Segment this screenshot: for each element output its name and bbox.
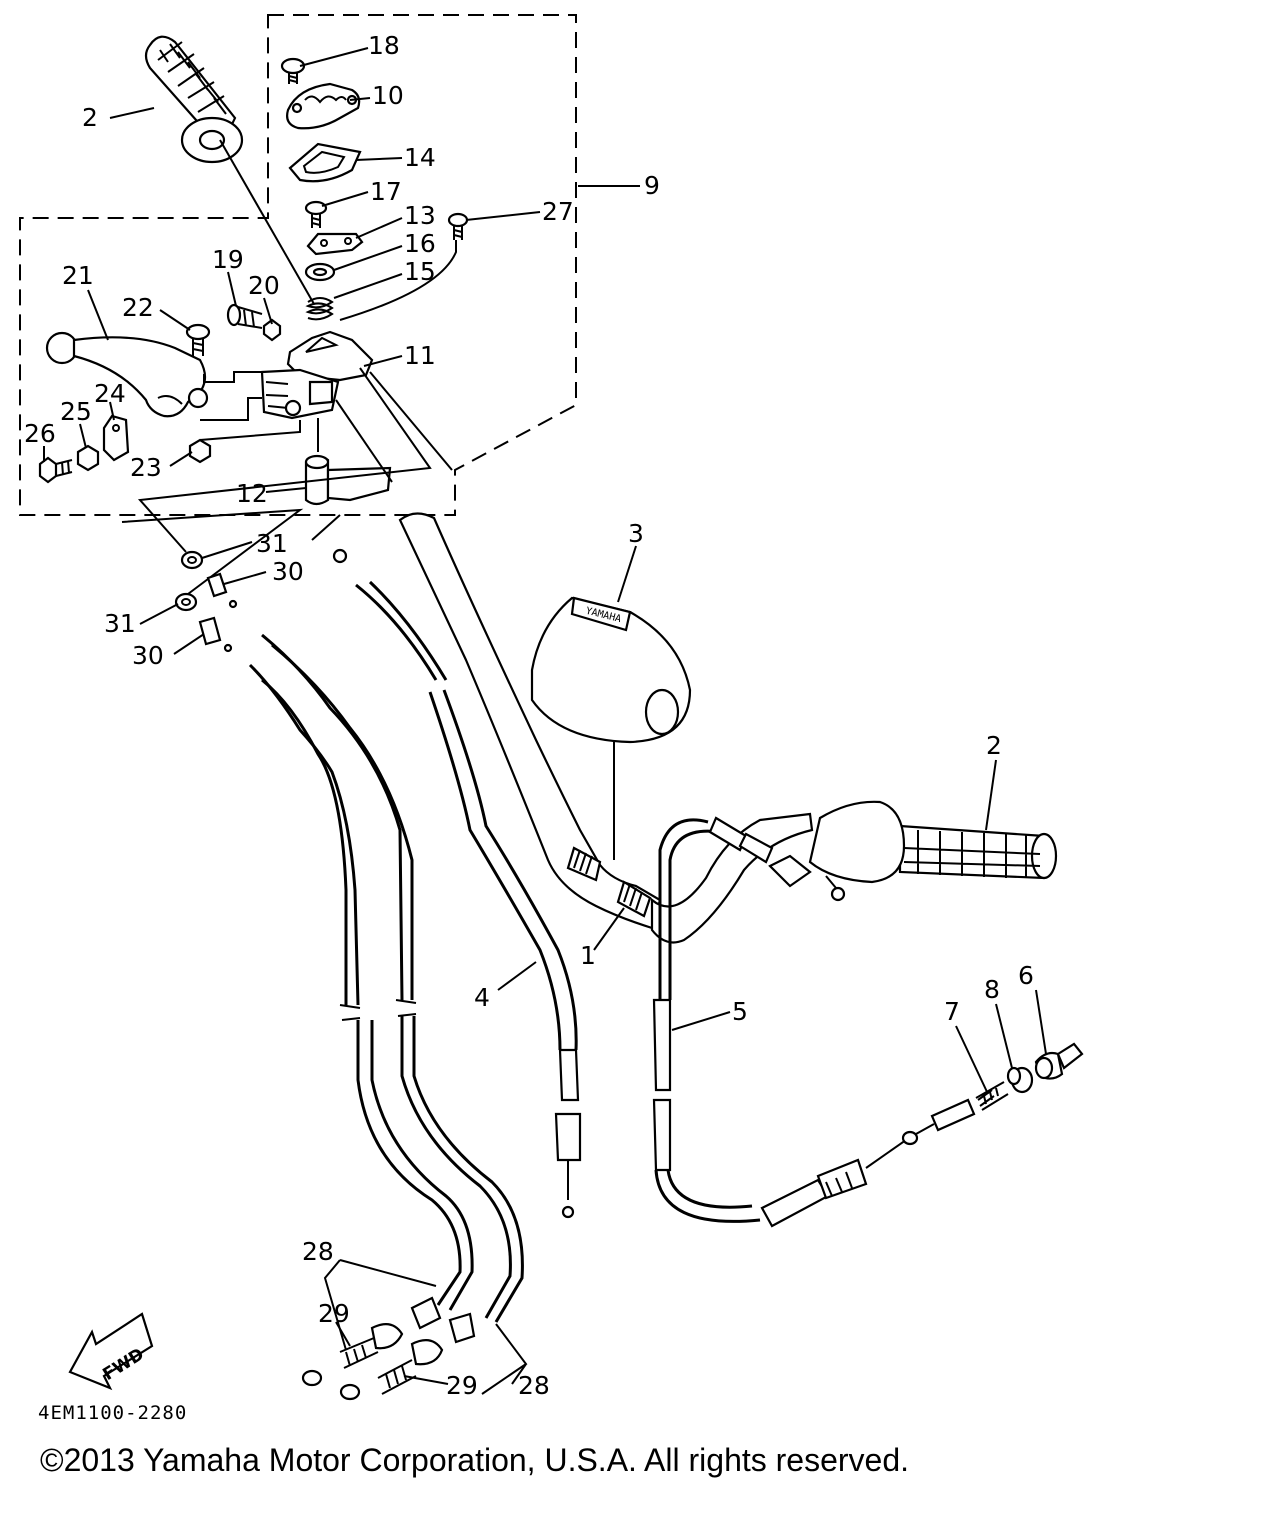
callout-29-bottom: 29 [446,1371,478,1400]
callout-25: 25 [60,397,92,426]
brake-lever-21 [45,331,209,418]
assembly-guide-lines [121,139,457,601]
bolt-26 [38,456,73,484]
callout-10: 10 [372,81,404,110]
forward-arrow: FWD [68,1312,154,1391]
handlebar-1 [398,512,814,944]
callout-19: 19 [212,245,244,274]
callout-31-bottom: 31 [104,609,136,638]
callout-24: 24 [94,379,126,408]
callouts: 18 10 14 9 17 13 16 15 27 2 21 19 20 22 … [24,31,1034,1400]
callout-28-top: 28 [302,1237,334,1266]
spring-7 [975,1081,1009,1111]
callout-21: 21 [62,261,94,290]
screw-22 [185,323,211,356]
throttle-housing-11 [260,330,374,420]
plunger-8 [1006,1066,1034,1094]
nut-20 [262,318,282,342]
callout-11: 11 [404,341,436,370]
bracket-24 [102,414,130,462]
brake-cable-28 [248,633,524,1323]
choke-cable-5 [652,816,976,1228]
callout-29-top: 29 [318,1299,350,1328]
callout-27: 27 [542,197,574,226]
callout-28-bottom: 28 [518,1371,550,1400]
throttle-cable-4 [332,548,582,1219]
callout-1: 1 [580,941,596,970]
callout-7: 7 [944,997,960,1026]
gasket-14 [288,142,362,183]
callout-16: 16 [404,229,436,258]
diagram-part-number: 4EM1100-2280 [38,1402,188,1424]
callout-18: 18 [368,31,400,60]
spring-15 [305,297,334,321]
callout-13: 13 [404,201,436,230]
cable-fittings [174,550,238,653]
screw-18 [280,57,306,84]
callout-20: 20 [248,271,280,300]
right-grip [768,800,1058,902]
collar-25 [76,444,100,472]
callout-14: 14 [404,143,436,172]
callout-8: 8 [984,975,1000,1004]
callout-30-bottom: 30 [132,641,164,670]
bolt-19 [226,303,263,329]
callout-22: 22 [122,293,154,322]
callout-17: 17 [370,177,402,206]
callout-15: 15 [404,257,436,286]
washer-16 [304,262,336,282]
leader-lines [43,47,1047,1395]
left-grip [144,35,244,164]
adjuster-23 [188,438,212,464]
callout-23: 23 [130,453,162,482]
callout-26: 26 [24,419,56,448]
callout-6: 6 [1018,961,1034,990]
cable-adjusters-29 [301,1296,476,1401]
callout-2-left: 2 [82,103,98,132]
callout-31-top: 31 [256,529,288,558]
screw-27 [447,212,469,240]
screw-17 [304,200,328,228]
assembly-boundary [19,14,577,516]
callout-9: 9 [644,171,660,200]
callout-12: 12 [236,479,268,508]
callout-30-top: 30 [272,557,304,586]
lever-plate-13 [306,232,364,256]
callout-4: 4 [474,983,490,1012]
throttle-cover-10 [286,82,361,130]
copyright-notice: ©2013 Yamaha Motor Corporation, U.S.A. A… [40,1442,910,1478]
switch-cover-3: YAMAHA [530,596,692,860]
callout-3: 3 [628,519,644,548]
callout-2-right: 2 [986,731,1002,760]
choke-lever-6 [1034,1042,1084,1080]
callout-5: 5 [732,997,748,1026]
